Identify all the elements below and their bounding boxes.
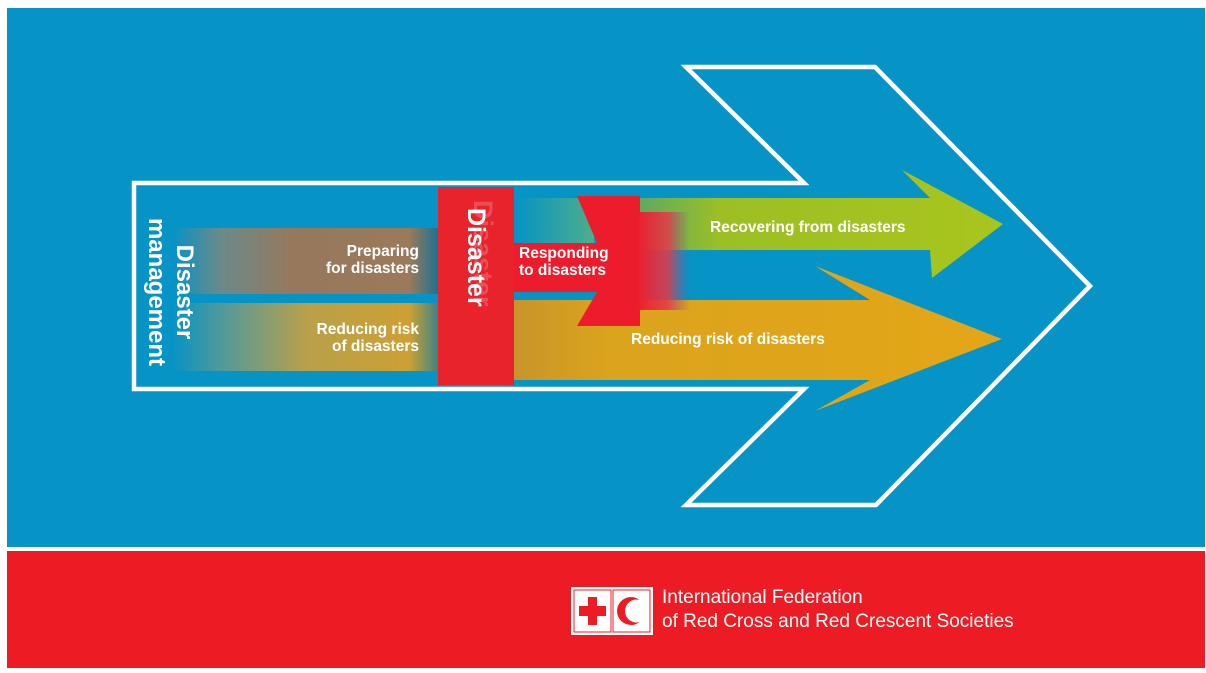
organization-line1: International Federation [662, 587, 863, 608]
red-cross-icon [579, 597, 606, 625]
red-crescent-icon [617, 597, 648, 625]
responding-arrow-body [514, 196, 640, 326]
disaster-band [438, 187, 514, 385]
disaster-management-line1: Disaster [171, 244, 198, 340]
disaster-label: Disaster [462, 208, 490, 307]
ifrc-logo [571, 587, 653, 635]
preparing-band [172, 228, 442, 294]
disaster-echo-text: Disaster [468, 200, 498, 307]
outline-arrow [131, 64, 1094, 508]
recovering-arrow [600, 170, 1003, 278]
preparing-line2: for disasters [325, 260, 419, 278]
organization-name: International Federation of Red Cross an… [662, 586, 1014, 634]
reducing-risk-band-left [172, 303, 442, 371]
responding-line2: to disasters [519, 262, 607, 280]
preparing-line1: Preparing [346, 243, 419, 260]
organization-line2: of Red Cross and Red Crescent Societies [662, 611, 1014, 632]
footer-divider [7, 547, 1205, 551]
preparing-label: Preparing for disasters [290, 243, 419, 278]
responding-label: Responding to disasters [519, 245, 649, 280]
responding-line1: Responding [519, 245, 609, 262]
recovering-label: Recovering from disasters [710, 219, 906, 236]
reducing-risk-left-line2: of disasters [331, 338, 419, 356]
disaster-management-label: Disaster management [138, 217, 198, 367]
reducing-risk-right-label: Reducing risk of disasters [631, 331, 825, 348]
reducing-risk-left-line1: Reducing risk [316, 321, 420, 338]
responding-arrow-fade [636, 212, 690, 310]
disaster-management-line2: management [143, 217, 170, 367]
reducing-risk-left-label: Reducing risk of disasters [290, 321, 420, 356]
